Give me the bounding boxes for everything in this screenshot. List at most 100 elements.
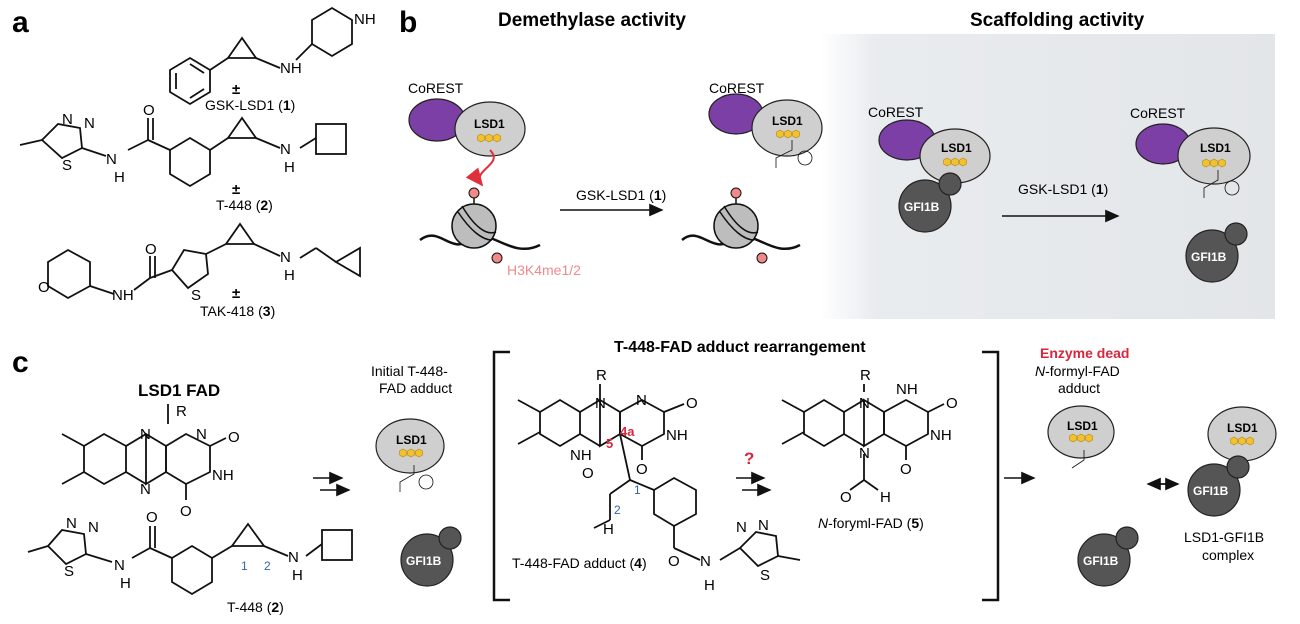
f5-formyl-h: H [880,489,891,506]
gfi1b-label-1: GFI1B [904,200,940,214]
corest-label-1: CoREST [408,80,464,96]
t448-amide-n: N [106,151,117,168]
lsd1-gfi1b-complex-b [878,119,991,233]
fad-o4: O [180,503,192,520]
h3k4me-label: H3K4me1/2 [507,262,581,278]
f5-n5: N [859,445,870,462]
a4-nh5: NH [570,447,592,464]
compound-2-label: T-448 (2) [216,197,273,213]
f5-o2: O [946,395,958,412]
left-bracket [492,350,510,602]
arrow-b1-label: GSK-LSD1 (1) [576,187,666,203]
compound-3-label: TAK-418 (3) [200,303,275,319]
initial-adduct-label-2: FAD adduct [379,380,452,396]
f5-r: R [860,367,871,384]
tak418-h: H [284,267,295,284]
racemic-1: ± [232,81,240,98]
t448c-locant-2: 2 [264,559,271,573]
lsd1-label-2: LSD1 [772,114,803,128]
fad-structure [61,404,227,500]
lsd1-corest-complex-2 [708,93,823,168]
t448-s: S [62,157,72,174]
lsd1-gfi1b-complex-c [1187,406,1277,517]
a4-nh: NH [666,427,688,444]
a4-n-td1: N [736,519,747,536]
tak418-nh: NH [112,287,134,304]
tak418-s: S [191,287,201,304]
formyl-adduct-label-1: N-formyl-FAD [1035,363,1120,379]
gfi1b-label-c2: GFI1B [1083,554,1119,568]
gsk-piperidine-nh: NH [354,11,376,28]
gfi1b-label-c1: GFI1B [406,554,442,568]
dead-lsd1 [1047,405,1139,587]
t448c-n: N [288,549,299,566]
tak418-n: N [280,249,291,266]
f5-nh1: NH [896,381,918,398]
demethylation-arrow [465,149,495,187]
lsd1-label-1: LSD1 [474,117,505,131]
a4-n1: N [636,392,647,409]
enzyme-dead-label: Enzyme dead [1040,345,1129,361]
nucleosome-2 [681,187,801,264]
panel-c-label: c [12,346,29,379]
a4-amide-o: O [668,553,680,570]
locant-5: 5 [606,436,613,451]
adduct-4-label: T-448-FAD adduct (4) [512,555,647,571]
gfi1b-label-2: GFI1B [1191,250,1227,264]
t448c-locant-1: 1 [241,559,248,573]
complex-label-1: LSD1-GFI1B [1184,529,1264,545]
a4-o4: O [636,461,648,478]
formyl-5-label: N-foryml-FAD (5) [818,515,924,531]
t448c-n2: N [88,519,99,536]
right-bracket [982,350,1000,602]
a4-n-td2: N [758,517,769,534]
t448c-o: O [146,509,158,526]
t448-h: H [284,159,295,176]
a4-amide-n: N [700,553,711,570]
a4-amide-h: H [704,577,715,594]
lsd1-label-c2: LSD1 [1067,419,1098,433]
lsd1-label-4: LSD1 [1200,141,1231,155]
corest-label-3: CoREST [868,104,924,120]
t448-structure-c [27,522,353,596]
fad-r: R [176,403,187,420]
t448-o: O [143,102,155,119]
formyl-adduct-label-2: adduct [1058,380,1100,396]
t448-amide-h: H [114,169,125,186]
gsk-nh: NH [280,60,302,77]
a4-ald-h: H [603,521,614,538]
lsd1-corest-complex-1 [408,98,526,157]
f5-nh3: NH [930,427,952,444]
t448c-h: H [292,567,303,584]
fad-o2: O [228,429,240,446]
gsk-lsd1-structure [169,6,353,106]
adduct-4-structure [517,384,801,568]
gfi1b-label-c3: GFI1B [1193,484,1229,498]
t448c-s: S [64,563,74,580]
nucleosome-1 [419,187,541,264]
t448-n: N [280,141,291,158]
tak418-structure [47,222,361,300]
demethylase-header: Demethylase activity [498,10,686,31]
a4-o2: O [686,395,698,412]
t448c-amide-h: H [120,575,131,592]
arrow-b2-label: GSK-LSD1 (1) [1018,181,1108,197]
rearrangement-title: T-448-FAD adduct rearrangement [614,339,866,356]
question-mark: ? [744,449,754,468]
fad-n5: N [140,481,151,498]
scaffolding-header: Scaffolding activity [970,10,1145,31]
lsd1-label-c3: LSD1 [1227,421,1258,435]
f5-n10: N [859,395,870,412]
initial-adduct-label-1: Initial T-448- [371,363,448,379]
fad-n10: N [140,426,151,443]
t448-label-c: T-448 (2) [227,599,284,615]
f5-o4: O [900,461,912,478]
t448c-amide-n: N [114,557,125,574]
complex-label-2: complex [1202,547,1254,563]
t448-n1: N [62,111,73,128]
a4-ald-o: O [582,465,594,482]
corest-label-2: CoREST [709,80,765,96]
lsd1-corest-complex-4 [1135,123,1251,283]
racemic-2: ± [232,181,240,198]
